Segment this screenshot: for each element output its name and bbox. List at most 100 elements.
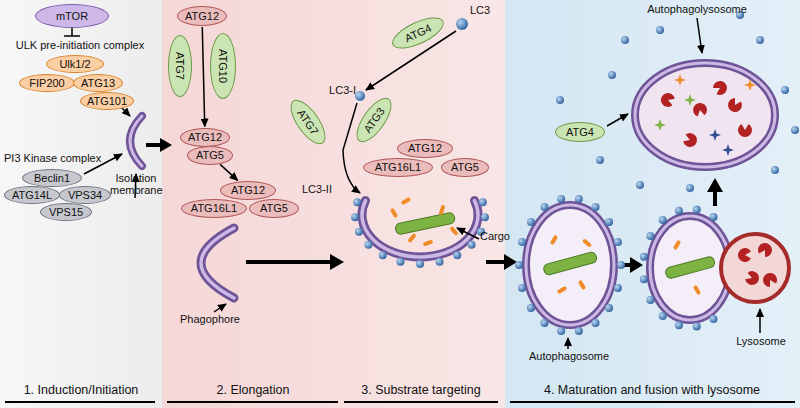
lc3-dot [656,26,664,34]
protein-ellipse: ATG7 [284,94,332,149]
enzyme-shape [738,248,751,262]
lc3-dot [541,319,549,327]
lc3-dot [605,218,613,226]
cargo-fragment [709,129,721,141]
lc3-dot [364,241,372,249]
lc3-dot [675,321,683,329]
lc3-dot [659,216,667,224]
complex-label: PI3 Kinase complex [4,152,114,164]
protein-ellipse: Beclin1 [22,169,82,187]
protein-name: ATG12 [185,10,219,22]
reaction-arrow [220,164,237,180]
protein-label: LC3-I [322,84,356,96]
protein-name: ATG14L [12,189,52,201]
protein-ellipse: ATG16L1 [363,158,433,177]
protein-name: VPS15 [49,206,83,218]
protein-ellipse: ATG14L [4,186,60,204]
structure-label: Autophagolysosome [630,3,764,15]
lc3-dot [396,258,404,266]
lc3-dot [617,261,625,269]
lc3-dot [636,181,644,189]
protein-name: ATG7 [174,52,186,80]
stage-label: 1. Induction/Initiation [2,383,160,397]
lc3-dot [351,213,359,221]
lc3-dot [575,195,583,203]
enzyme-shape [725,96,744,114]
protein-ellipse: ATG12 [180,128,230,147]
protein-name: ATG7 [295,107,321,137]
lc3-dot [468,241,476,249]
lc3-dot [518,238,526,246]
protein-ellipse: ATG5 [187,146,233,165]
lc3-dot [693,206,701,214]
lc3-dot [605,304,613,312]
protein-ellipse: ATG7 [168,35,192,97]
lc3-dot [592,319,600,327]
lc3-dot [436,258,444,266]
protein-name: ATG10 [217,49,229,83]
protein-ellipse: ATG12 [177,6,227,26]
lc3-dot [621,36,629,44]
lc3-dot [756,36,764,44]
lc3-dot [479,198,487,206]
cargo-fragment [674,74,686,86]
lc3-dot [541,203,549,211]
enzyme-shape [760,270,779,288]
protein-label: LC3 [470,4,490,16]
lc3-dot [355,228,363,236]
structure-label: Phagophore [168,313,252,325]
protein-name: ATG12 [231,184,265,196]
lc3-dot [646,232,654,240]
lc3-dot [710,213,718,221]
lc3-dot [353,198,361,206]
protein-ellipse: ATG16L1 [181,199,247,218]
lc3-dot [646,296,654,304]
protein-name: mTOR [56,10,88,22]
protein-ellipse: Ulk1/2 [46,55,104,73]
enzyme-shape [744,269,761,287]
protein-ellipse: FIP200 [19,74,75,92]
lc3-dot [557,327,565,335]
protein-name: ATG5 [451,161,479,173]
protein-name: ATG12 [188,131,222,143]
lc3-dot [640,275,648,283]
protein-ellipse: VPS34 [59,186,111,204]
protein-ellipse: ATG12 [397,139,453,158]
protein-name: ATG16L1 [191,202,237,214]
lc3-dot [527,218,535,226]
lc3-dot [575,327,583,335]
structure-label: Autophagosome [515,350,623,362]
protein-name: ATG13 [81,77,115,89]
protein-ellipse: ATG5 [249,199,299,218]
protein-name: FIP200 [29,77,64,89]
stage-label: 3. Substrate targeting [342,383,500,397]
protein-name: ATG16L1 [375,161,421,173]
protein-ellipse: ATG4 [388,11,448,55]
structure-label: Lysosome [728,335,794,347]
protein-name: Beclin1 [34,172,70,184]
protein-ellipse: ATG13 [73,74,123,92]
protein-ellipse: ATG3 [350,92,398,147]
lc3-dot [592,203,600,211]
cargo-fragment [744,79,756,91]
protein-ellipse: ATG10 [210,33,236,99]
protein-name: ATG12 [408,142,442,154]
protein-ellipse: ATG101 [80,92,134,110]
protein-ellipse: ATG12 [220,181,276,200]
lc3-dot [515,261,523,269]
lc3-dot [710,315,718,323]
protein-name: ATG101 [87,95,127,107]
protein-name: ATG3 [361,105,387,135]
protein-ellipse: ATG4 [555,122,605,142]
reaction-arrow [202,27,204,127]
stage-label: 2. Elongation [166,383,340,397]
lc3-dot [659,312,667,320]
lc3-dot [614,238,622,246]
lc3-dot [791,126,799,134]
lc3-dot [693,322,701,330]
lc3-dot [608,71,616,79]
